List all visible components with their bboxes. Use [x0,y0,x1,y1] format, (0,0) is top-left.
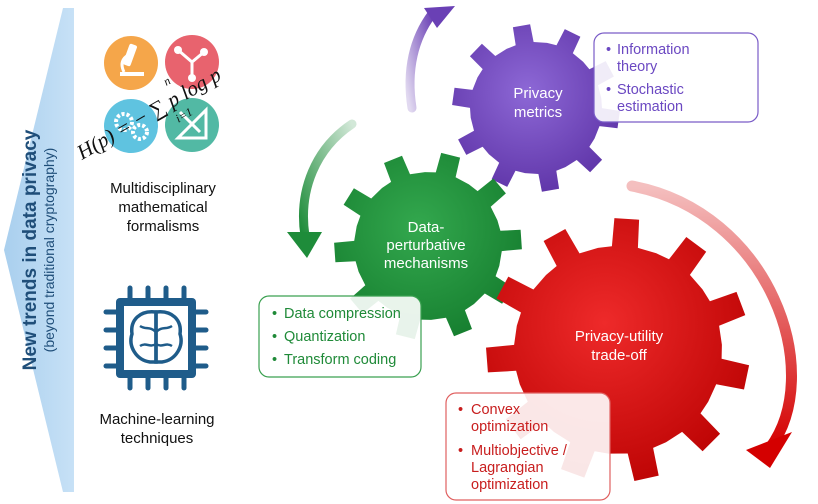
purple-cycle-arrow [405,6,455,113]
green-gear-label-line3: mechanisms [384,255,468,272]
purple-gear-label: Privacy metrics [513,85,563,121]
red-item-1-line2: optimization [471,419,548,435]
circuit-icon [165,35,219,89]
privacy-utility-box: • Convex optimization • Multiobjective /… [445,392,611,501]
machine-learning-label: Machine-learning techniques [99,411,214,447]
formalisms-label: Multidisciplinary mathematical formalism… [110,180,216,235]
purple-bullet-1: • [606,42,611,58]
red-item-2-line1: Multiobjective / [471,443,568,459]
red-item-2-line3: optimization [471,477,548,493]
gears-icon [104,99,158,153]
ml-label-line1: Machine-learning [99,411,214,428]
microscope-icon [104,36,158,90]
purple-bullet-2: • [606,82,611,98]
data-perturbative-box: • Data compression • Quantization • Tran… [258,295,422,378]
red-cycle-arrow [626,180,797,468]
green-item-1: Data compression [284,306,401,322]
green-bullet-3: • [272,352,277,368]
purple-gear-label-line2: metrics [514,104,562,121]
purple-item-2-line1: Stochastic [617,82,684,98]
green-gear-label-line1: Data- [408,219,445,236]
formalisms-label-line1: Multidisciplinary [110,180,216,197]
brain-chip-icon [103,285,209,391]
privacy-metrics-box: • Information theory • Stochastic estima… [593,32,759,123]
ruler-triangle-icon [165,98,219,152]
red-bullet-2: • [458,443,463,459]
green-gear-label: Data- perturbative mechanisms [384,219,468,272]
red-bullet-1: • [458,402,463,418]
green-bullet-2: • [272,329,277,345]
green-bullet-1: • [272,306,277,322]
side-banner-arrow [4,8,74,492]
purple-item-2-line2: estimation [617,99,683,115]
red-gear-label: Privacy-utility trade-off [575,328,664,364]
green-item-3: Transform coding [284,352,396,368]
green-item-2: Quantization [284,329,365,345]
ml-label-line2: techniques [121,430,194,447]
green-gear [334,152,522,340]
red-item-1-line1: Convex [471,402,521,418]
formalisms-label-line3: formalisms [127,218,200,235]
purple-item-1-line2: theory [617,59,658,75]
purple-item-1-line1: Information [617,42,690,58]
red-gear-label-line2: trade-off [591,347,647,364]
red-item-2-line2: Lagrangian [471,460,544,476]
green-cycle-arrow [287,119,357,258]
formalisms-label-line2: mathematical [118,199,207,216]
side-banner-subtitle: (beyond traditional cryptography) [41,148,57,353]
side-banner-text: New trends in data privacy (beyond tradi… [20,129,57,370]
red-gear-label-line1: Privacy-utility [575,328,664,345]
side-banner-title: New trends in data privacy [20,129,41,370]
green-gear-label-line2: perturbative [386,237,465,254]
purple-gear-label-line1: Privacy [513,85,563,102]
purple-gear [452,24,620,192]
